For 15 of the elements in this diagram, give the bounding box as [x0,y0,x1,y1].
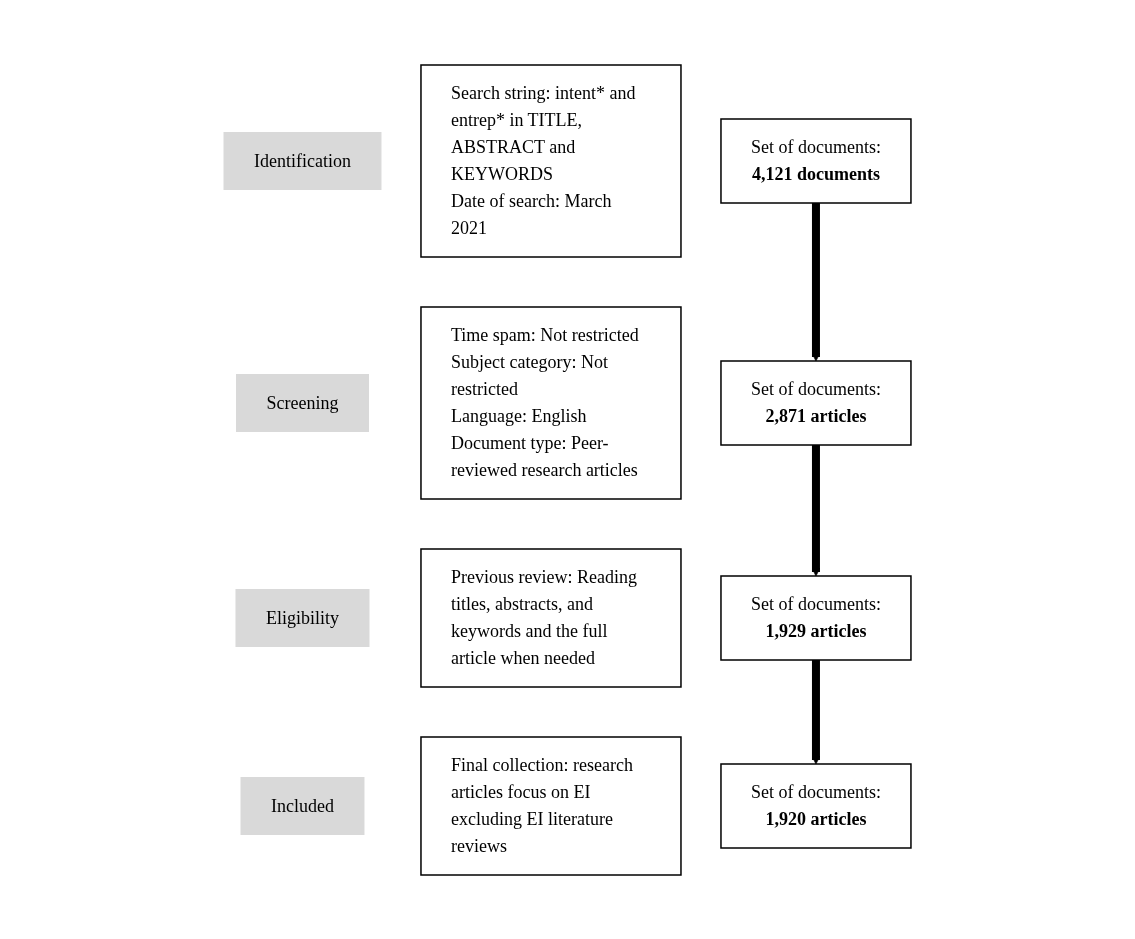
node-box: Final collection: research articles focus on EI excluding EI literature reviews [420,735,682,876]
arrow [811,202,821,361]
node-box: Set of documents: 2,871 articles [720,359,912,446]
arrow [811,444,821,576]
node-box: Eligibility [235,588,370,647]
node-box: Search string: intent* and entrep* in TITLE, ABSTRACT and KEYWORDS Date of search: March 2021 [420,63,682,258]
node-box: Set of documents: 1,929 articles [720,574,912,661]
node-box: Set of documents: 4,121 documents [720,117,912,204]
node-box: Set of documents: 1,920 articles [720,762,912,849]
node-box: Time spam: Not restricted Subject category: Not restricted Language: English Document type: Peer-reviewed research articles [420,305,682,500]
node-box: Previous review: Reading titles, abstracts, and keywords and the full article when needed [420,547,682,688]
node-box: Screening [236,373,369,432]
arrow [811,659,821,764]
node-box: Identification [223,131,382,190]
node-box: Included [240,776,365,835]
